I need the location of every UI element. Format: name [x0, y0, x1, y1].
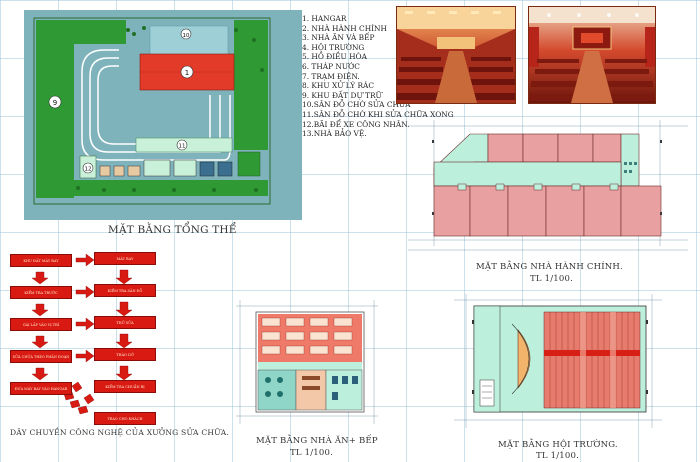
canteen-kitchen-plan	[236, 300, 378, 424]
legend-item: 7. TRẠM ĐIỆN.	[302, 71, 360, 81]
flow-step-right: KIỂM TRA SÂN ĐỖ	[94, 284, 156, 297]
kitchen-area	[257, 369, 297, 411]
center-aisle	[544, 350, 640, 356]
admin-building-plan	[408, 120, 688, 251]
label-hangar-number: 1	[185, 69, 189, 77]
flow-title: DÂY CHUYỀN CÔNG NGHỆ CỦA XƯỞNG SỬA CHỮA.	[10, 428, 230, 437]
legend-item: 3. NHÀ ĂN VÀ BẾP	[302, 33, 375, 43]
legend-item: 10.SÂN ĐỖ CHỜ SỬA CHỮA	[302, 100, 411, 110]
flow-step-left: ĐƯA MÁY BAY VÀO HANGAR	[10, 382, 72, 395]
legend-item: 12.BÃI ĐỂ XE CÔNG NHÂN.	[302, 119, 410, 129]
label-parking-number: 11	[179, 144, 186, 150]
legend-item: 11.SÂN ĐỖ CHỜ KHI SỬA CHỮA XONG	[302, 109, 454, 119]
label-bike-parking-number: 12	[85, 167, 92, 173]
hall-photo-2	[528, 6, 656, 104]
flow-step-left: GÀI LẮP VÀO VỊ TRÍ	[10, 318, 72, 331]
flow-step-left: KHU ĐẤT MÁY BAY	[10, 254, 72, 267]
legend-item: 13.NHÀ BẢO VỆ.	[302, 129, 367, 139]
assembly-hall-plan	[454, 294, 662, 428]
flow-step-right: TRAO CHO KHÁCH	[94, 412, 156, 425]
flow-step-right: THÁO DỠ	[94, 348, 156, 361]
label-apron-number: 10	[183, 33, 190, 39]
flow-arrows	[31, 253, 133, 415]
hall-plan-title: MẶT BẰNG HỘI TRƯỜNG.	[498, 440, 618, 450]
taxiway-lines	[81, 49, 231, 161]
legend-item: 1. HANGAR	[302, 14, 347, 23]
legend-item: 2. NHÀ HÀNH CHÍNH	[302, 23, 387, 33]
canteen-plan-scale: TL 1/100.	[290, 448, 334, 458]
legend-item: 5. HỒ ĐIỀU HÒA	[302, 52, 367, 62]
flow-step-right: THỬ SỬA	[94, 316, 156, 329]
hall-plan-scale: TL 1/100.	[536, 451, 580, 461]
admin-plan-scale: TL 1/100.	[530, 274, 574, 284]
label-reserve-number: 9	[53, 99, 57, 107]
flow-step-left: SỬA CHỮA THEO PHÂN ĐOẠN	[10, 350, 72, 363]
site-plan-title: MẶT BẰNG TỔNG THỂ	[108, 224, 237, 236]
canteen-plan-title: MẶT BẰNG NHÀ ĂN+ BẾP	[256, 436, 378, 446]
bottom-grass-strip	[74, 180, 268, 196]
site-plan-drawing: 1 9 10 11 12	[24, 10, 302, 220]
reserve-land-area	[36, 20, 74, 198]
legend-item: 9. KHU ĐẤT DỰ TRỮ	[302, 90, 382, 100]
flow-step-right: KIỂM TRA CHUẨN BỊ	[94, 380, 156, 393]
flow-step-right: MÁY BAY	[94, 252, 156, 265]
legend-item: 8. KHU XỬ LÝ RÁC	[302, 81, 375, 91]
stage	[517, 329, 531, 389]
flow-step-left: KIỂM TRA TRƯỚC	[10, 286, 72, 299]
legend-item: 6. THÁP NƯỚC	[302, 61, 360, 71]
admin-corridor	[433, 161, 622, 187]
hall-photo-1	[396, 6, 516, 104]
admin-plan-title: MẶT BẰNG NHÀ HÀNH CHÍNH.	[476, 262, 623, 272]
legend-list: 1. HANGAR 2. NHÀ HÀNH CHÍNH 3. NHÀ ĂN VÀ…	[302, 14, 454, 139]
legend-item: 4. HỘI TRƯỜNG	[302, 42, 365, 52]
